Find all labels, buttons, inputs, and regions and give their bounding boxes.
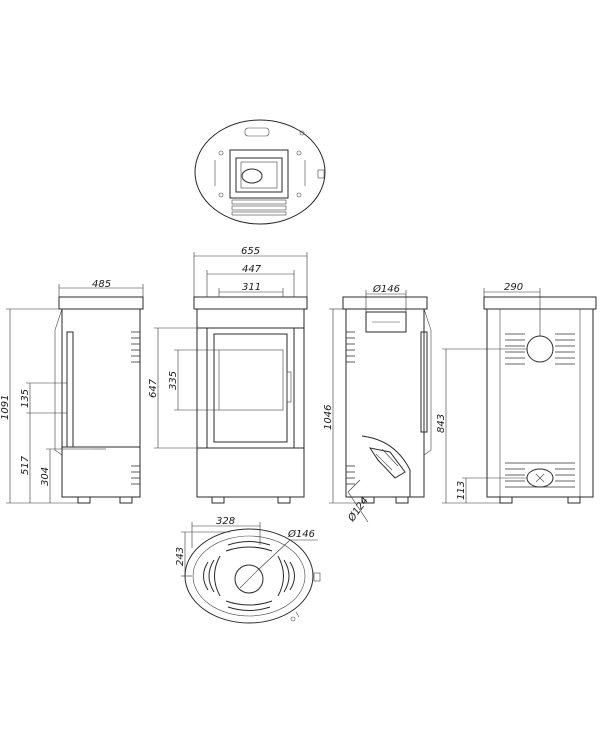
bottom-view — [184, 528, 321, 624]
dim-base-depth: 243 — [175, 547, 186, 566]
dim-side-height: 1046 — [323, 405, 334, 430]
back-view — [483, 296, 597, 504]
dim-window-height: 335 — [168, 371, 179, 390]
dim-total-height: 1091 — [0, 395, 11, 420]
dim-base-flue-dia: Ø146 — [287, 528, 315, 540]
dim-back-flue-offset: 290 — [504, 282, 523, 293]
side-view-right — [342, 296, 432, 504]
side-view-left-dimensions: 485 1091 135 517 304 — [0, 279, 144, 504]
dim-back-flue-height: 843 — [436, 414, 447, 433]
dim-glass-inner-width: 311 — [242, 282, 261, 293]
dim-side-depth: 485 — [92, 279, 111, 290]
dim-back-inlet-height: 113 — [456, 481, 467, 500]
bottom-view-dimensions: 328 243 Ø146 — [175, 516, 318, 577]
dim-flue-dia-top: Ø146 — [372, 283, 400, 295]
dim-handle-height: 135 — [20, 389, 31, 408]
dim-glass-width: 447 — [242, 264, 262, 275]
dim-inlet-height: 517 — [20, 455, 31, 475]
side-view-left — [54, 296, 144, 504]
front-view — [193, 296, 308, 504]
top-view — [194, 119, 326, 225]
side-view-right-dimensions: Ø146 1046 Ø124 — [323, 283, 407, 525]
dim-foot-height: 304 — [40, 467, 51, 486]
front-view-dimensions: 655 447 311 647 335 — [148, 246, 308, 449]
back-view-dimensions: 290 843 113 — [436, 282, 541, 504]
dim-front-width: 655 — [241, 246, 260, 257]
dim-base-width: 328 — [216, 516, 235, 527]
dim-glass-height: 647 — [148, 378, 159, 398]
